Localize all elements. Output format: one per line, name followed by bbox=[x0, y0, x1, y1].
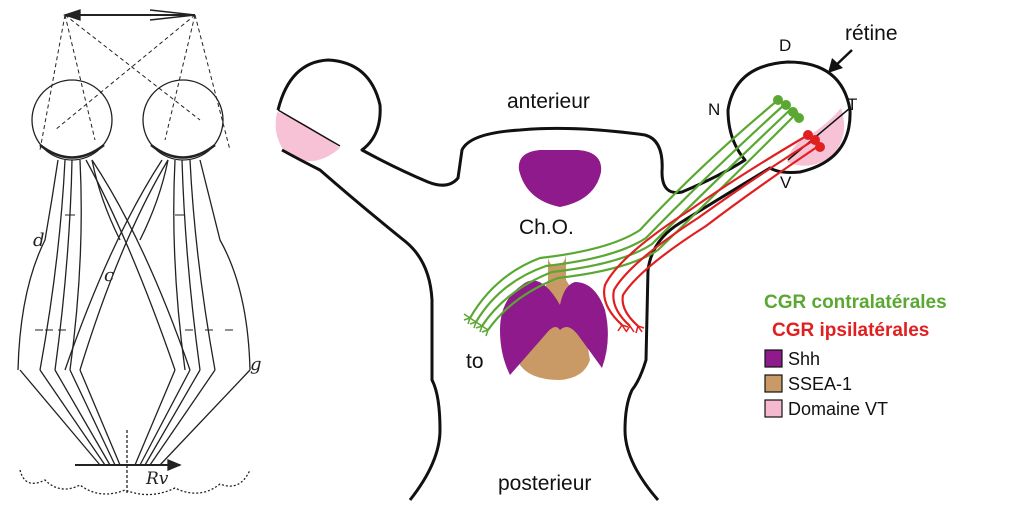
axis-dorsal: D bbox=[779, 36, 791, 55]
label-tract: to bbox=[466, 350, 484, 373]
legend-contralateral: CGR contralatérales bbox=[764, 292, 947, 313]
label-rv: Rv bbox=[145, 469, 169, 489]
legend-swatch-shh bbox=[765, 350, 782, 367]
label-anterior: anterieur bbox=[507, 90, 590, 113]
label-g: g bbox=[250, 354, 262, 375]
left-eye-vt-domain bbox=[276, 112, 340, 161]
historical-optic-pathway-drawing bbox=[18, 10, 250, 495]
legend-ipsilateral: CGR ipsilatérales bbox=[772, 320, 929, 341]
label-posterior: posterieur bbox=[498, 472, 591, 495]
retina-arrow bbox=[828, 50, 852, 73]
axis-nasal: N bbox=[708, 100, 720, 119]
embryo-schematic bbox=[276, 50, 852, 500]
chiasm-shh-region bbox=[519, 150, 601, 207]
legend-label-ssea1: SSEA-1 bbox=[788, 374, 852, 394]
label-d: d bbox=[33, 230, 45, 251]
contralateral-growth-cones bbox=[464, 314, 488, 336]
axis-temporal: T bbox=[847, 95, 857, 114]
label-retina: rétine bbox=[845, 22, 898, 45]
axis-ventral: V bbox=[780, 173, 792, 192]
contralateral-cell-bodies bbox=[773, 95, 804, 123]
ipsilateral-growth-cones bbox=[618, 325, 644, 333]
legend-label-shh: Shh bbox=[788, 349, 820, 369]
label-chiasm: Ch.O. bbox=[519, 216, 574, 239]
legend: CGR contralatérales CGR ipsilatérales Sh… bbox=[764, 292, 947, 419]
label-c: c bbox=[104, 265, 114, 286]
legend-swatch-vt bbox=[765, 400, 782, 417]
legend-label-vt: Domaine VT bbox=[788, 399, 888, 419]
legend-swatch-ssea1 bbox=[765, 375, 782, 392]
